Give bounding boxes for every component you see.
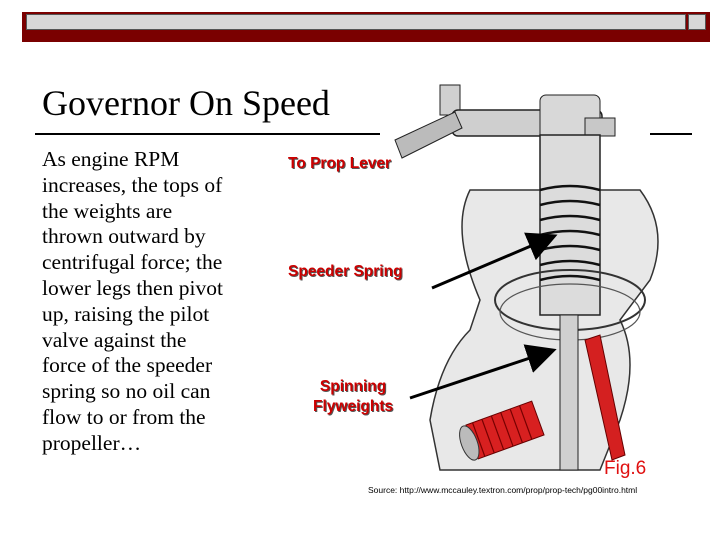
body-line: thrown outward by [42,224,206,249]
slide-title: Governor On Speed [42,83,330,123]
body-line: As engine RPM [42,147,180,171]
figure-label: Fig.6 [604,458,647,479]
header-bar-panel [26,14,686,30]
body-line: propeller… [42,430,142,455]
label-flyweights-line2: Flyweights [313,398,394,415]
governor-illustration [394,84,659,471]
label-flyweights-line1: Spinning [319,378,387,395]
label-to-prop-lever: To Prop Lever [288,155,392,172]
source-citation: Source: http://www.mccauley.textron.com/… [368,485,638,495]
body-line: lower legs then pivot [42,275,223,300]
body-line: valve against the [42,327,187,352]
label-speeder-spring: Speeder Spring [288,263,403,280]
body-line: force of the speeder [42,353,213,378]
title-underline-right [650,133,692,135]
body-line: increases, the tops of [42,172,223,197]
body-line: flow to or from the [42,404,206,429]
body-line: up, raising the pilot [42,301,210,326]
title-underline [35,133,380,135]
body-line: the weights are [42,198,173,223]
header-bar-corner-box [688,14,706,30]
label-spinning-flyweights: Spinning Flyweights [313,377,393,417]
body-line: centrifugal force; the [42,250,223,275]
body-line: spring so no oil can [42,379,211,404]
body-text: As engine RPM increases, the tops of the… [42,147,267,457]
